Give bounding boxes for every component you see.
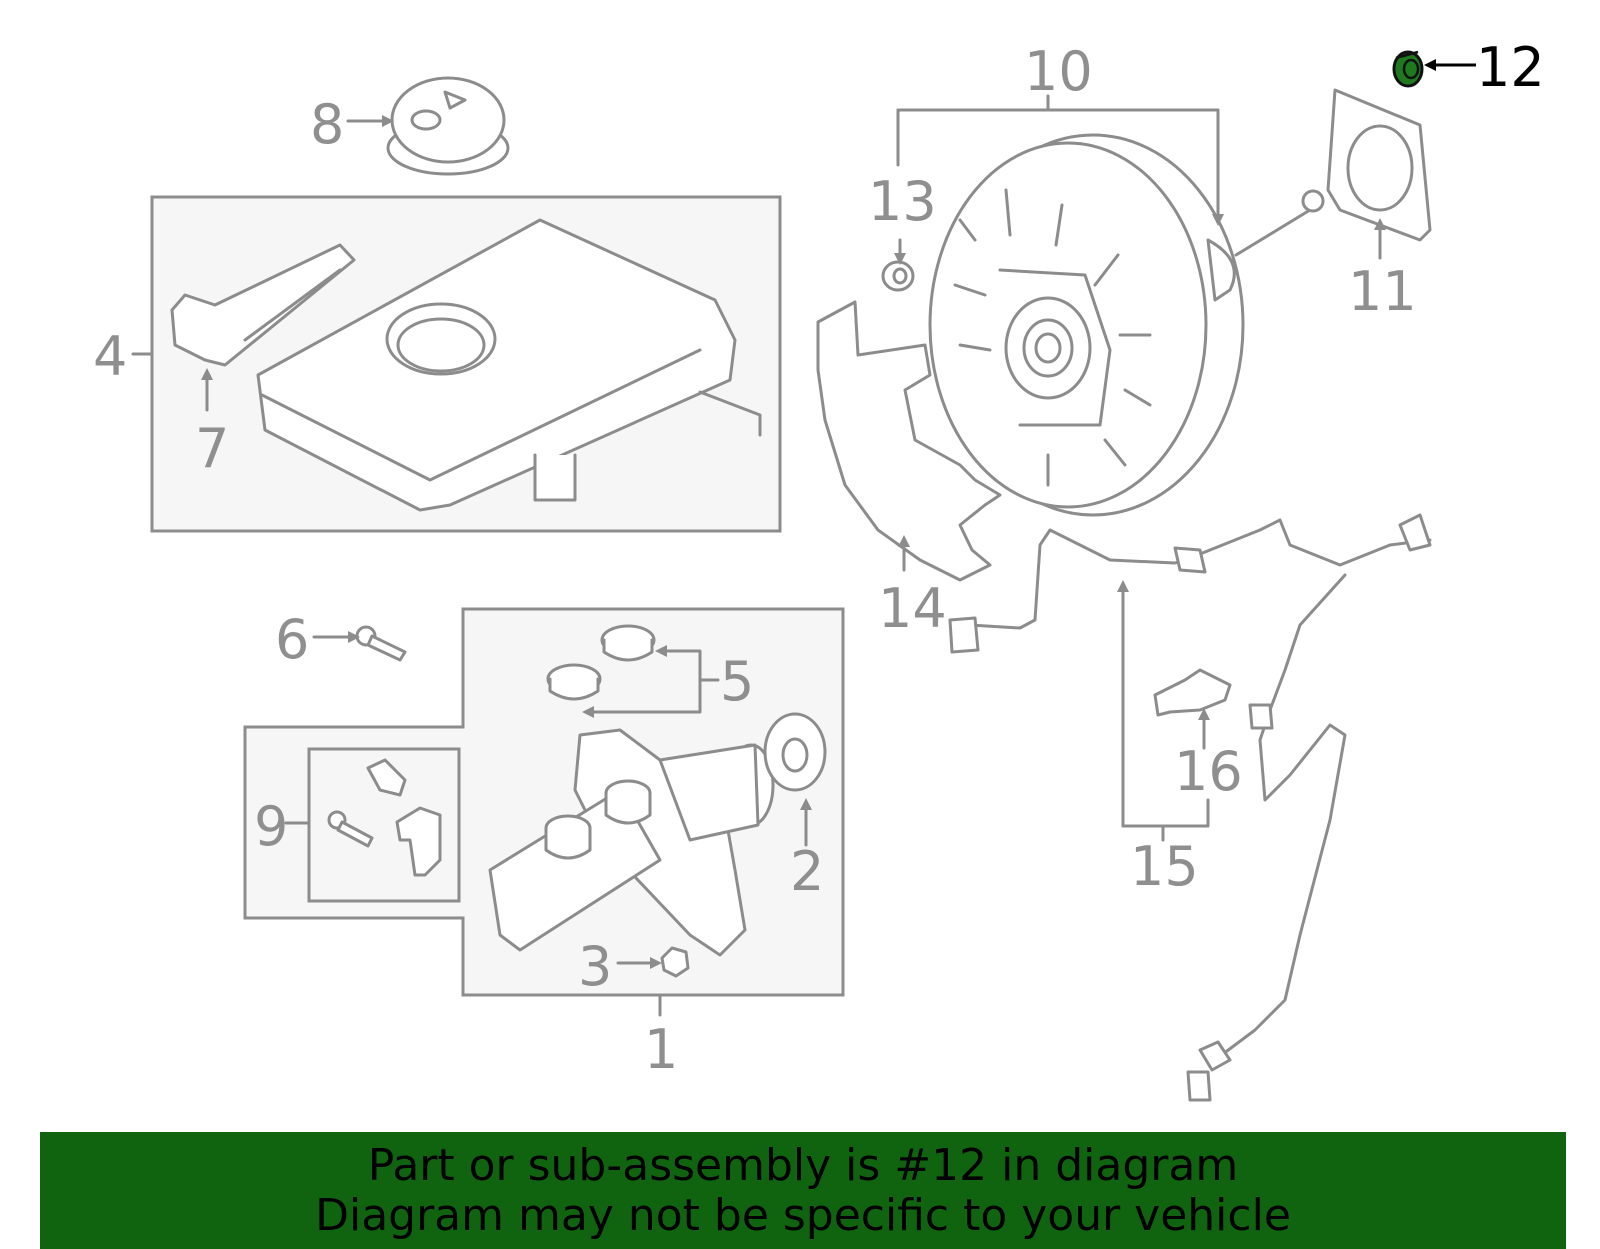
- callout-13: 13: [868, 170, 937, 233]
- callout-10: 10: [1024, 40, 1093, 103]
- callout-16: 16: [1174, 740, 1243, 803]
- callout-3: 3: [578, 935, 612, 998]
- callout-4: 4: [93, 325, 127, 388]
- sensor-part-16[interactable]: [1153, 668, 1232, 717]
- plug-part-3[interactable]: [660, 946, 690, 978]
- bolt-part-6[interactable]: [355, 625, 407, 662]
- callout-8: 8: [310, 93, 344, 156]
- banner-line-2: Diagram may not be specific to your vehi…: [315, 1189, 1291, 1241]
- gasket-part-2[interactable]: [763, 712, 827, 792]
- callout-1: 1: [644, 1018, 678, 1081]
- callout-12: 12: [1476, 36, 1545, 99]
- banner-line-1: Part or sub-assembly is #12 in diagram: [367, 1139, 1239, 1191]
- callout-2: 2: [790, 840, 824, 903]
- callout-15: 15: [1130, 835, 1199, 898]
- part-info-banner: Part or sub-assembly is #12 in diagram D…: [40, 1132, 1566, 1249]
- float-bracket-part-7[interactable]: [170, 243, 356, 367]
- nut-part-12[interactable]: [1392, 50, 1424, 88]
- brake-line-part-15[interactable]: [948, 513, 1432, 1102]
- reservoir-cap-part-8[interactable]: [386, 76, 510, 176]
- seals-part-5[interactable]: [546, 624, 656, 701]
- callout-9: 9: [254, 795, 288, 858]
- leader-lines: [131, 59, 1476, 1017]
- gasket-part-11[interactable]: [1326, 88, 1432, 242]
- callout-14: 14: [878, 577, 947, 640]
- heat-shield-part-14[interactable]: [816, 300, 1002, 582]
- sensor-kit-part-9[interactable]: [327, 758, 442, 877]
- callout-6: 6: [275, 608, 309, 671]
- brake-booster-part-10[interactable]: [928, 133, 1325, 517]
- callout-5: 5: [720, 650, 754, 713]
- reservoir-part-4[interactable]: [256, 218, 762, 512]
- callout-11: 11: [1348, 260, 1417, 323]
- master-cylinder-part-1[interactable]: [488, 728, 775, 957]
- callout-7: 7: [195, 417, 229, 480]
- seal-part-13[interactable]: [881, 260, 915, 292]
